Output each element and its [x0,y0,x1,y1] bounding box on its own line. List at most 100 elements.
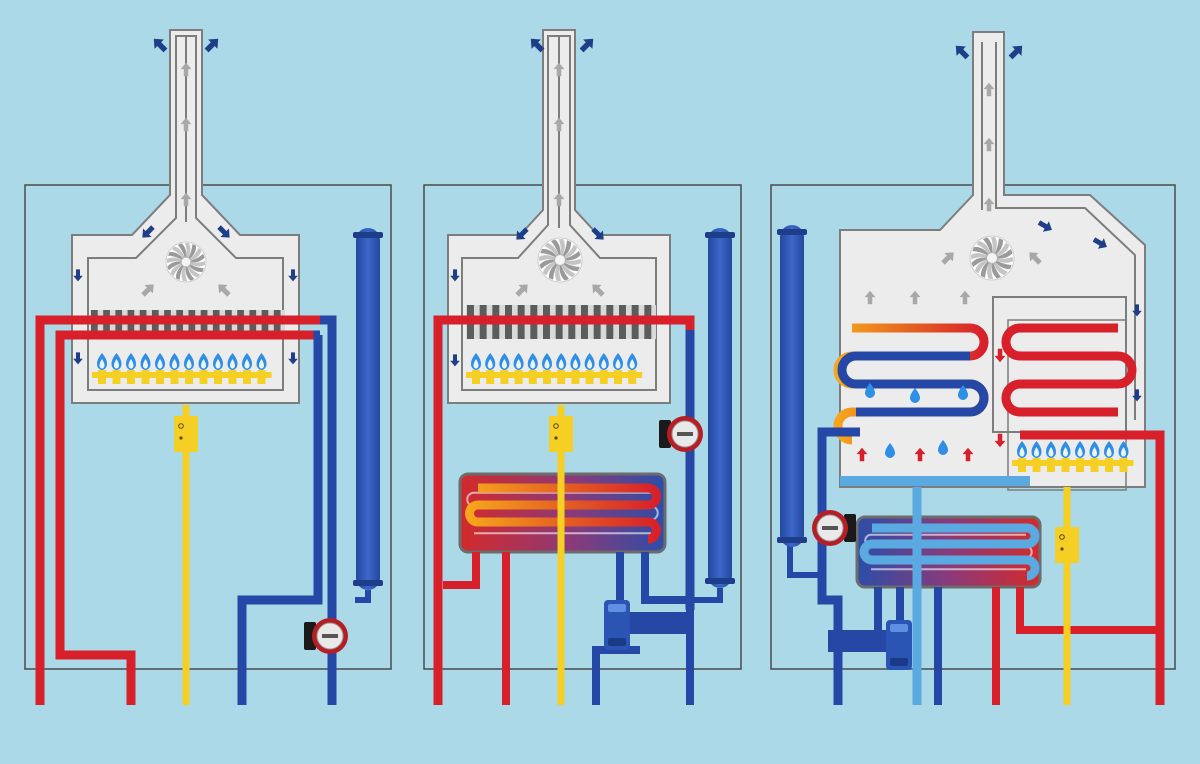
flue-gas-arrow-icon-shape [959,290,971,305]
air-intake-arrow-icon [516,227,529,240]
flue-gas-arrow-icon [983,82,995,97]
flame-icon-inner [473,359,479,369]
fan-blade [558,239,565,260]
air-intake-arrow-icon-shape [217,225,230,238]
fan-blade [991,258,1002,279]
burner-nozzle [472,370,480,384]
fan-blade [560,250,581,261]
flame-icon [256,353,267,370]
burner-nozzle [585,370,594,384]
flue-gas-arrow-icon [553,117,565,132]
main-layer [35,29,1165,705]
flame-icon-inner [1092,447,1097,457]
burner-nozzle [628,370,637,384]
fan-blade [539,259,560,270]
valve-icon [549,416,573,452]
flue-gas-arrow-icon-shape [553,62,565,77]
fan-blade [976,240,992,258]
heat-flow-arrow-icon-shape [994,348,1006,363]
fan-blade [971,253,992,260]
flame-icon [513,353,524,370]
flame-icon [184,353,194,370]
fan-blade [555,260,562,281]
heat-flow-arrow-icon [994,433,1006,448]
burner [1012,441,1134,472]
flue-gas-arrow-icon [983,137,995,152]
condensing-coil [1001,323,1137,417]
burner-nozzle [500,370,509,384]
pump-motor [304,622,316,650]
burner-nozzle [98,370,106,384]
expansion-vessel [353,228,383,590]
fan-hub [554,254,566,266]
fan-icon [165,241,207,283]
fan-blade [186,262,201,278]
flame-icon [598,353,609,370]
burner-nozzle [1032,458,1041,472]
air-intake-arrow-icon-shape [153,38,168,53]
expansion-vessel [777,225,807,547]
gas-valve-dot [554,436,558,440]
burner-nozzle [257,370,266,384]
flame-icon-inner [114,359,119,369]
flue-gas-arrow-icon [553,192,565,207]
heat-flow-arrow-icon-shape [962,447,974,462]
pump-motor [844,514,856,542]
fan-blade [990,237,997,258]
air-intake-arrow-icon-shape [955,45,970,60]
flame-icon-inner [244,359,250,369]
combi-boiler-plate-exchanger [433,29,735,705]
fan-blade [186,262,204,273]
vessel-connection [787,545,822,578]
flame-icon-inner [1019,447,1025,457]
condensate-droplet-icon [910,388,920,403]
burner-nozzle [156,370,164,384]
gas-valve-knob [553,423,559,429]
expansion-vessel-base [777,537,807,543]
flame-icon-inner [157,359,163,369]
burner-manifold [466,372,643,378]
primary-coil-lower [837,351,989,417]
flue-gas-arrow-icon-shape [553,117,565,132]
flame-icon [1075,441,1085,458]
fan-blade [186,244,197,262]
flame-icon [613,353,623,370]
flue-gas-arrow-icon [1029,252,1042,265]
flame-icon [1031,441,1042,458]
burner-nozzle [1076,458,1084,472]
flame-icon-inner [629,359,635,369]
flame-icon [1046,441,1056,458]
flame-icon-inner [516,359,522,369]
fan-blade [168,251,186,262]
flue-gas-arrow-icon-shape [983,137,995,152]
air-intake-arrow-icon-shape [288,352,298,365]
burner-nozzle [214,370,222,384]
air-intake-arrow-icon-shape [516,227,529,240]
flame-icon [1089,441,1100,458]
cold-water-pipe [320,315,337,705]
fan-blade [548,260,560,280]
flame-icon-inner [172,359,177,369]
fan-blade [544,242,560,260]
three-way-valve-body-horizontal [828,630,890,652]
air-intake-arrow-icon-shape [530,38,545,53]
air-intake-arrow-icon [1037,220,1052,232]
flame-icon-inner [1048,447,1054,457]
fan-hub [180,256,192,268]
flue-gas-arrow-icon-shape [515,284,528,297]
air-intake-arrow-icon-shape [1132,304,1142,317]
condensate-droplet-icon [885,443,895,458]
flame-icon [1118,441,1129,458]
chamber-inner-wall [87,35,284,391]
burner [92,353,272,384]
three-way-valve [604,600,630,650]
pump-slot [822,526,838,530]
fan-blade [560,258,581,265]
burner [466,353,643,384]
air-intake-arrow-icon [153,38,168,53]
expansion-vessel-cap [777,229,807,235]
air-intake-arrow-icon [1008,45,1023,60]
burner-nozzle [514,370,523,384]
flame-icon-inner [1121,447,1126,457]
flue-gas-arrow-icon [180,62,192,77]
